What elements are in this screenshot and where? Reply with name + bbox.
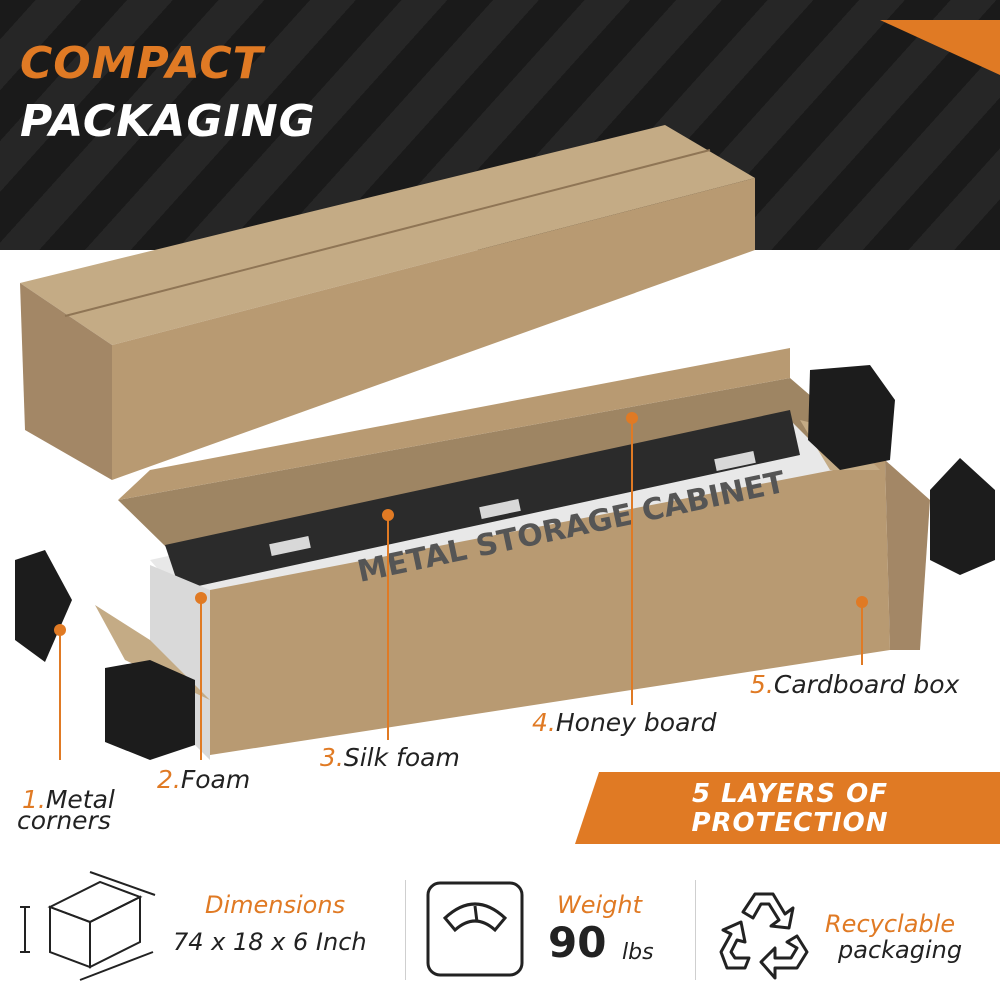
box-lid [20,125,755,480]
layer-text-1: Metal [45,785,115,814]
banner-line2: PROTECTION [691,808,889,838]
layer-num-4: 4. [532,708,556,737]
scale-icon [426,881,524,977]
header-accent-triangle [880,20,1000,75]
dimensions-value: 74 x 18 x 6 Inch [173,928,367,956]
layer-label-4: 4.Honey board [532,710,717,735]
dimensions-title: Dimensions [205,891,346,919]
weight-title: Weight [557,891,643,919]
corner-left-bottom [105,660,195,760]
layer-label-3: 3.Silk foam [320,745,460,770]
divider-2 [695,880,696,980]
layer-num-5: 5. [750,670,774,699]
dimensions-icon [20,871,156,981]
layer-label-1b: corners [17,806,111,835]
pointer-lines [54,412,868,760]
divider-1 [405,880,406,980]
recycle-title: Recyclable [825,910,956,938]
layer-label-2: 2.Foam [157,767,250,792]
corner-right-top [808,365,895,470]
header-accent [880,20,1000,75]
recycle-sub: packaging [838,936,963,964]
page-title-line2: PACKAGING [20,96,316,147]
weight-number: 90 [548,918,607,967]
packaging-illustration: METAL STORAGE CABINET [15,125,995,760]
layer-num-1: 1. [22,785,46,814]
layer-label-1: 1.Metal [22,787,115,812]
layer-label-5: 5.Cardboard box [750,672,959,697]
layer-text-3: Silk foam [343,743,460,772]
corner-right-bottom [930,458,995,575]
protection-banner-text: 5 LAYERS OF PROTECTION [600,780,980,838]
protection-banner [575,772,1000,844]
metal-corners [15,365,995,760]
recycle-icon [719,892,809,980]
page-title-line1: COMPACT [20,38,264,89]
banner-line1: 5 LAYERS OF [691,779,889,809]
layer-num-3: 3. [320,743,344,772]
weight-unit: lbs [622,940,654,965]
layer-text-2: Foam [180,765,251,794]
layer-num-2: 2. [157,765,181,794]
corner-left-top [15,550,72,662]
box-body [95,348,930,760]
layer-text-5: Cardboard box [773,670,960,699]
layer-text-4: Honey board [555,708,717,737]
